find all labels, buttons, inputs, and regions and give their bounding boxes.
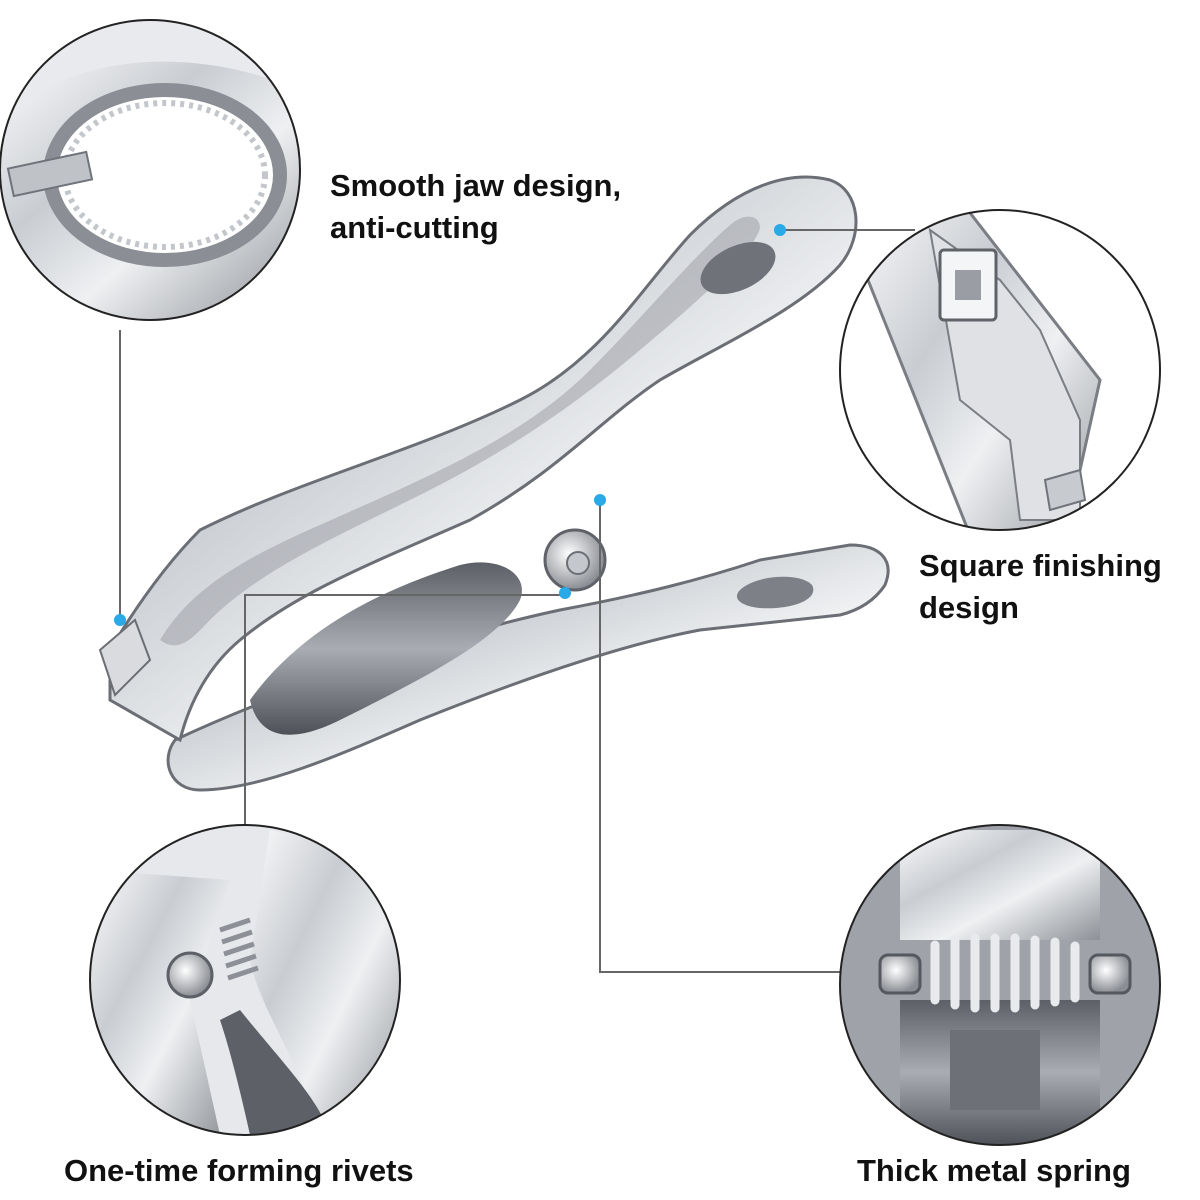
callout-label-jaw-line-1: Smooth jaw design, [330, 168, 622, 203]
clip-illustration [98, 175, 890, 792]
callout-dot-rivet [559, 587, 571, 599]
lower-arm-hole [736, 576, 814, 609]
callout-label-rivet-line-1: One-time forming rivets [64, 1153, 414, 1188]
rivet-detail-spring [219, 917, 259, 981]
detail-circle-rivet [89, 824, 401, 1136]
callout-label-rivet: One-time forming rivets [64, 1150, 414, 1192]
spring-coil [930, 933, 1080, 1013]
detail-circle-spring [839, 824, 1161, 1146]
leader-line-spring [599, 500, 845, 973]
jaw-tip [98, 618, 152, 697]
leader-line-rivet [244, 594, 565, 825]
callout-dots [114, 224, 786, 626]
detail-circle-jaw [0, 19, 301, 321]
callout-dot-spring [594, 494, 606, 506]
callout-label-spring-line-1: Thick metal spring [857, 1153, 1131, 1188]
upper-arm-hole [700, 241, 776, 295]
upper-arm-inner [160, 216, 760, 646]
callout-dot-jaw [114, 614, 126, 626]
callout-label-square: Square finishing design [919, 545, 1162, 629]
jaw-cavity [250, 562, 522, 735]
callout-label-jaw-line-2: anti-cutting [330, 210, 499, 245]
callout-dot-square [774, 224, 786, 236]
callout-label-jaw: Smooth jaw design, anti-cutting [330, 165, 621, 249]
callout-label-spring: Thick metal spring [857, 1150, 1131, 1192]
detail-circle-square [839, 209, 1161, 531]
callout-label-square-line-1: Square finishing [919, 548, 1162, 583]
callout-leaders [119, 229, 915, 973]
pivot-rivet-center [566, 551, 590, 575]
callout-label-square-line-2: design [919, 590, 1019, 625]
